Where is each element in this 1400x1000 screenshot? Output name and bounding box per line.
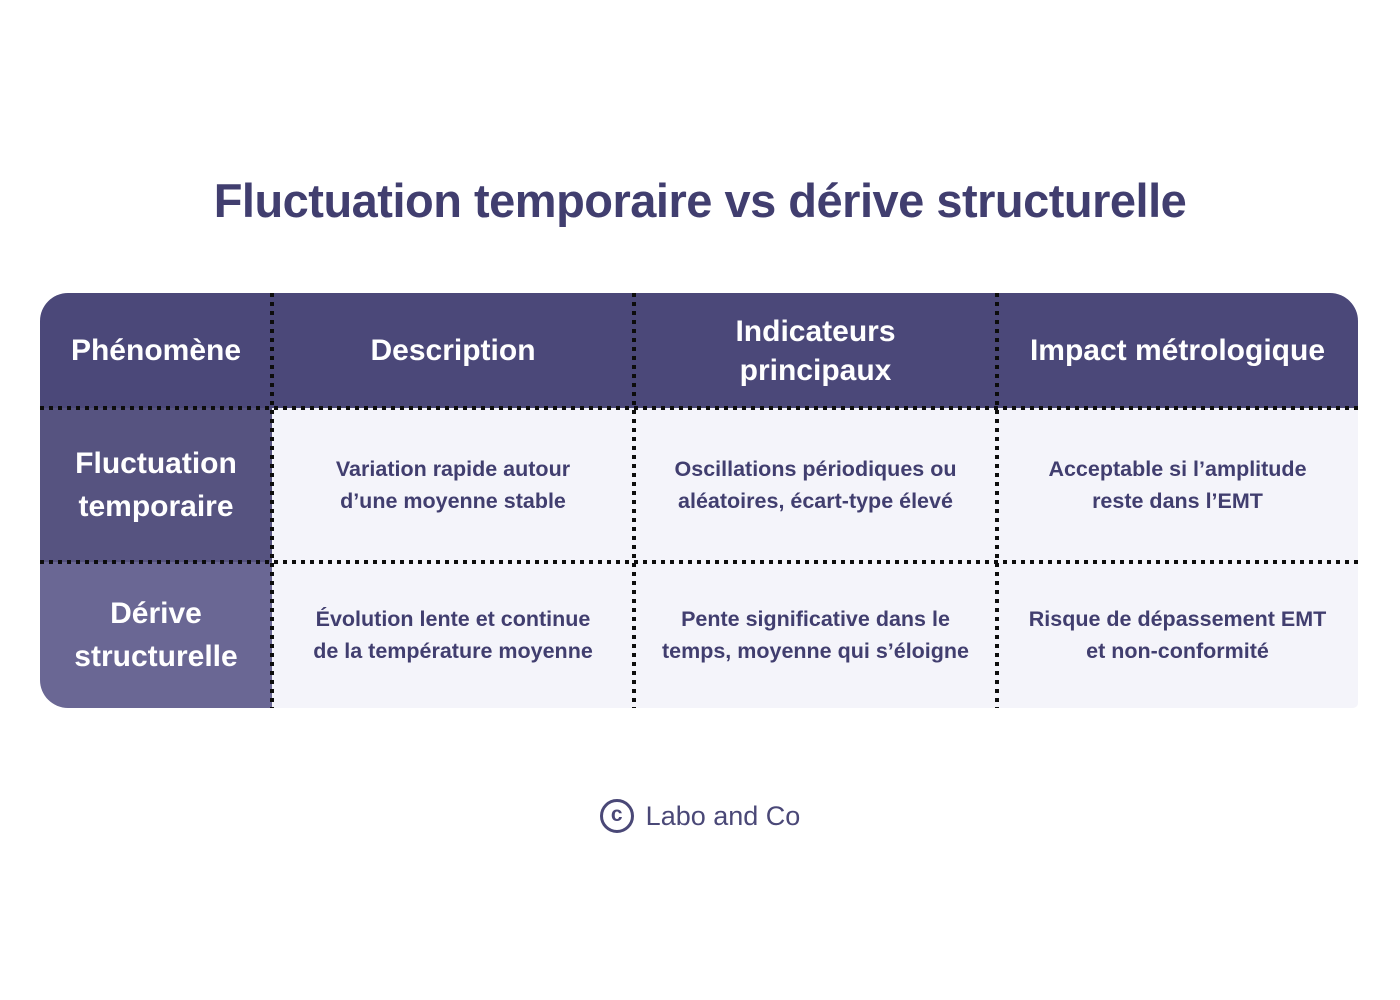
footer-credit: c Labo and Co <box>0 799 1400 833</box>
dotted-divider-vertical-1 <box>270 293 274 708</box>
footer-brand-text: Labo and Co <box>645 800 801 831</box>
cell-fluctuation-description: Variation rapide autour d’une moyenne st… <box>272 408 634 562</box>
row-label-fluctuation: Fluctuation temporaire <box>40 408 272 562</box>
cell-derive-description: Évolution lente et continue de la tempér… <box>272 562 634 708</box>
comparison-table: Phénomène Description Indicateurs princi… <box>40 293 1358 708</box>
header-cell-impact: Impact métrologique <box>997 293 1358 408</box>
row-label-derive: Dérive structurelle <box>40 562 272 708</box>
cell-fluctuation-indicateurs: Oscillations périodiques ou aléatoires, … <box>634 408 997 562</box>
page-title: Fluctuation temporaire vs dérive structu… <box>213 174 1187 227</box>
dotted-divider-horizontal-1 <box>40 406 1358 410</box>
header-cell-phenomene: Phénomène <box>40 293 272 408</box>
dotted-divider-vertical-2 <box>632 293 636 708</box>
cell-derive-indicateurs: Pente significative dans le temps, moyen… <box>634 562 997 708</box>
header-cell-indicateurs: Indicateurs principaux <box>634 293 997 408</box>
cell-derive-impact: Risque de dépassement EMT et non-conform… <box>997 562 1358 708</box>
dotted-divider-horizontal-2 <box>40 560 1358 564</box>
copyright-icon: c <box>599 799 634 833</box>
cell-fluctuation-impact: Acceptable si l’amplitude reste dans l’E… <box>997 408 1358 562</box>
dotted-divider-vertical-3 <box>995 293 999 708</box>
header-cell-description: Description <box>272 293 634 408</box>
